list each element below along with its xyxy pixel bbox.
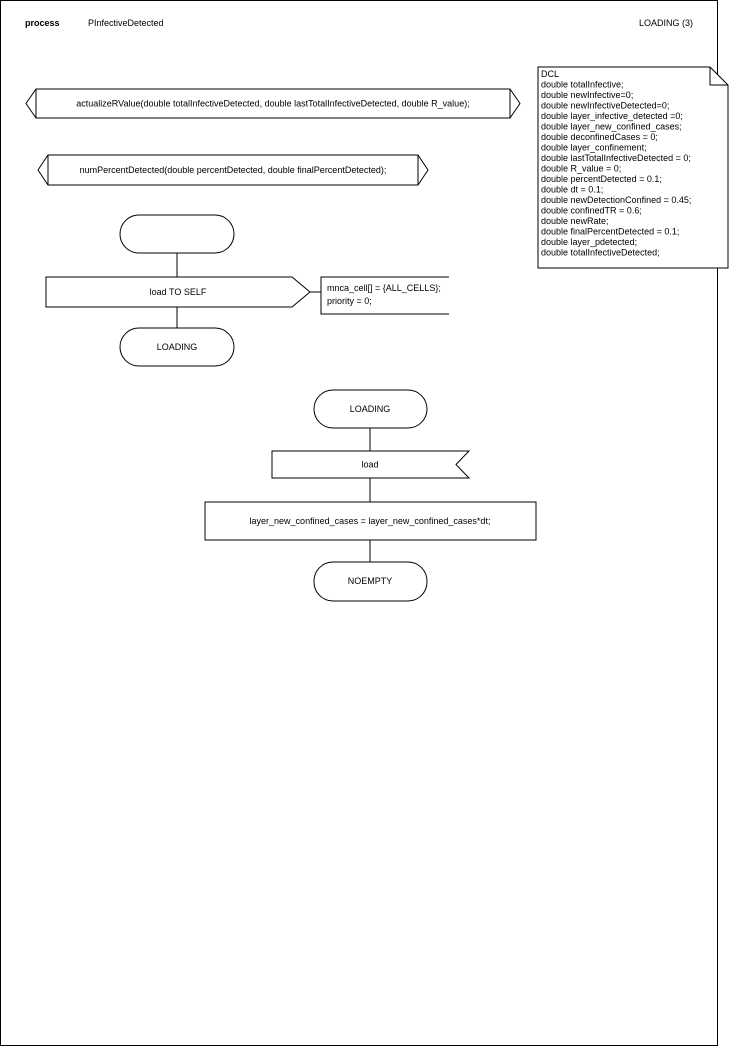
loading-flow: LOADING load layer_new_confined_cases = … bbox=[204, 389, 537, 602]
declaration-line: double newInfective=0; bbox=[541, 90, 633, 100]
declaration-line: double layer_new_confined_cases; bbox=[541, 122, 682, 132]
process-keyword: process bbox=[25, 18, 60, 28]
task-label: layer_new_confined_cases = layer_new_con… bbox=[250, 516, 491, 526]
state-symbol[interactable] bbox=[313, 389, 428, 429]
declaration-line: double layer_pdetected; bbox=[541, 237, 637, 247]
comment-bracket bbox=[320, 276, 449, 315]
next-state-label: LOADING bbox=[157, 342, 198, 352]
state-label: LOADING bbox=[350, 404, 391, 414]
task-symbol[interactable] bbox=[204, 501, 537, 541]
declaration-line: double deconfinedCases = 0; bbox=[541, 132, 658, 142]
next-state-symbol[interactable] bbox=[119, 327, 235, 367]
declaration-line: double percentDetected = 0.1; bbox=[541, 174, 662, 184]
next-state-symbol[interactable] bbox=[313, 561, 428, 602]
procedure-actualize-r-value[interactable]: actualizeRValue(double totalInfectiveDet… bbox=[25, 88, 521, 119]
comment-line: priority = 0; bbox=[327, 296, 372, 306]
declaration-line: double layer_confinement; bbox=[541, 143, 647, 153]
output-label: load TO SELF bbox=[150, 287, 207, 297]
declaration-line: DCL bbox=[541, 69, 559, 79]
declaration-line: double newInfectiveDetected=0; bbox=[541, 101, 669, 111]
procedure-label: actualizeRValue(double totalInfectiveDet… bbox=[76, 99, 469, 109]
start-symbol[interactable] bbox=[119, 214, 235, 254]
procedure-label: numPercentDetected(double percentDetecte… bbox=[80, 165, 387, 175]
procedure-num-percent-detected[interactable]: numPercentDetected(double percentDetecte… bbox=[37, 154, 429, 186]
declaration-line: double finalPercentDetected = 0.1; bbox=[541, 227, 679, 237]
page-label: LOADING (3) bbox=[639, 18, 693, 28]
declaration-line: double layer_infective_detected =0; bbox=[541, 111, 683, 121]
declaration-line: double totalInfective; bbox=[541, 80, 624, 90]
declaration-line: double confinedTR = 0.6; bbox=[541, 206, 642, 216]
comment-line: mnca_cell[] = {ALL_CELLS}; bbox=[327, 283, 441, 293]
declaration-line: double dt = 0.1; bbox=[541, 185, 603, 195]
input-signal-symbol[interactable] bbox=[271, 450, 471, 479]
start-flow: load TO SELF mnca_cell[] = {ALL_CELLS}; … bbox=[45, 214, 449, 367]
declaration-line: double newDetectionConfined = 0.45; bbox=[541, 195, 691, 205]
declaration-line: double newRate; bbox=[541, 216, 609, 226]
declaration-line: double totalInfectiveDetected; bbox=[541, 248, 660, 258]
output-symbol[interactable] bbox=[45, 276, 311, 308]
process-name: PInfectiveDetected bbox=[88, 18, 164, 28]
declaration-line: double R_value = 0; bbox=[541, 164, 621, 174]
declaration-line: double lastTotalInfectiveDetected = 0; bbox=[541, 153, 691, 163]
next-state-label: NOEMPTY bbox=[348, 576, 393, 586]
input-signal-label: load bbox=[361, 460, 378, 470]
